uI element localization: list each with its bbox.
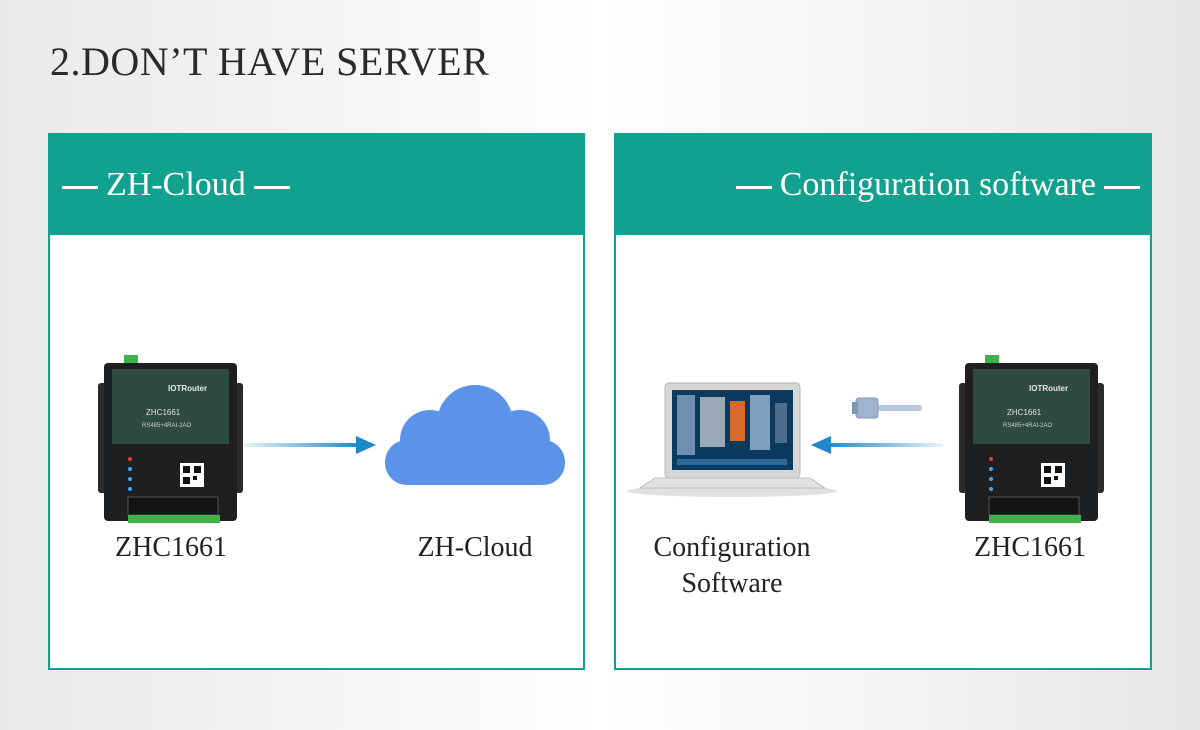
device-model: ZHC1661: [1007, 408, 1042, 417]
led-net: [989, 477, 993, 481]
led-pwr: [128, 457, 132, 461]
device-spec: RS485+4RAI-2AO: [1003, 423, 1053, 429]
configuration-software-label: Configuration Software: [632, 530, 832, 602]
zhc1661-label: ZHC1661: [974, 532, 1086, 563]
configuration-software-panel-title: Configuration software: [779, 166, 1096, 203]
led-work: [989, 467, 993, 471]
zh-cloud-panel-title: ZH-Cloud: [106, 166, 246, 203]
led-rx: [128, 487, 132, 491]
led-pwr: [989, 457, 993, 461]
arrow-left-icon: [811, 436, 943, 454]
device-brand: IOTRouter: [1029, 384, 1068, 393]
page-title: 2.DON’T HAVE SERVER: [50, 39, 490, 84]
led-rx: [989, 487, 993, 491]
header-dash-right: [253, 185, 290, 189]
header-dash-left: [62, 185, 98, 189]
serial-cable-icon: [852, 397, 922, 419]
device-model: ZHC1661: [146, 408, 181, 417]
laptop-base: [638, 477, 827, 489]
configuration-software-panel-header: Configuration software: [616, 135, 1150, 235]
cloud-icon: [385, 385, 565, 485]
terminal-block: [989, 515, 1081, 523]
device-brand: IOTRouter: [168, 384, 207, 393]
zhc1661-device-image: IOTRouter ZHC1661 RS485+4RAI-2AO: [959, 355, 1104, 523]
terminal-block: [128, 515, 220, 523]
terminal-strip: [988, 496, 1080, 516]
device-spec: RS485+4RAI-2AO: [142, 423, 192, 429]
arrow-right-icon: [244, 436, 376, 454]
configuration-software-label-line1: Configuration: [653, 532, 811, 563]
device-label-panel: [112, 369, 229, 444]
terminal-strip: [127, 496, 219, 516]
zh-cloud-label: ZH-Cloud: [417, 532, 533, 563]
terminal-block: [985, 355, 999, 365]
led-work: [128, 467, 132, 471]
laptop-icon: [627, 382, 837, 497]
zhc1661-label: ZHC1661: [115, 532, 227, 563]
header-dash-right: [1104, 185, 1140, 189]
configuration-software-label-line2: Software: [681, 568, 783, 599]
header-dash-left: [735, 185, 772, 189]
device-label-panel: [973, 369, 1090, 444]
led-net: [128, 477, 132, 481]
zh-cloud-panel-header: ZH-Cloud: [50, 135, 583, 235]
zhc1661-device-image: IOTRouter ZHC1661 RS485+4RAI-2AO: [98, 355, 243, 523]
terminal-block: [124, 355, 138, 365]
